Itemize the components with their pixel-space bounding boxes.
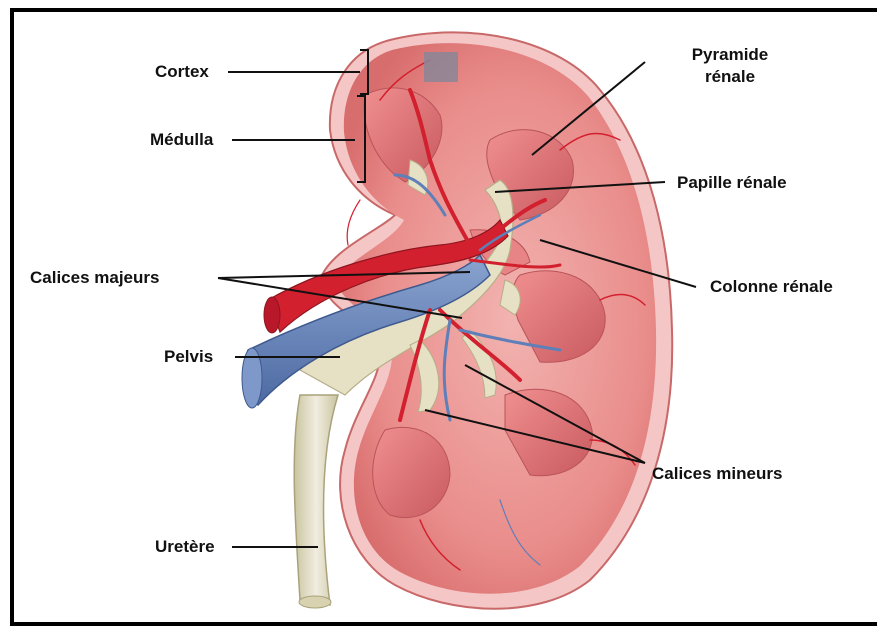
ureter-opening [299, 596, 331, 608]
label-colonne-renale: Colonne rénale [710, 276, 833, 298]
label-cortex: Cortex [155, 61, 209, 83]
renal-artery-opening [264, 297, 280, 333]
label-pelvis: Pelvis [164, 346, 213, 368]
highlight-marker [424, 52, 458, 82]
label-calices-mineurs: Calices mineurs [652, 463, 782, 485]
label-medulla: Médulla [150, 129, 213, 151]
label-pyramide-line1: Pyramide [680, 44, 780, 66]
label-uretere: Uretère [155, 536, 215, 558]
label-papille-renale: Papille rénale [677, 172, 787, 194]
label-pyramide-renale: Pyramide rénale [680, 44, 780, 88]
ureter [294, 395, 338, 605]
label-pyramide-line2: rénale [680, 66, 780, 88]
label-calices-majeurs: Calices majeurs [30, 267, 159, 289]
